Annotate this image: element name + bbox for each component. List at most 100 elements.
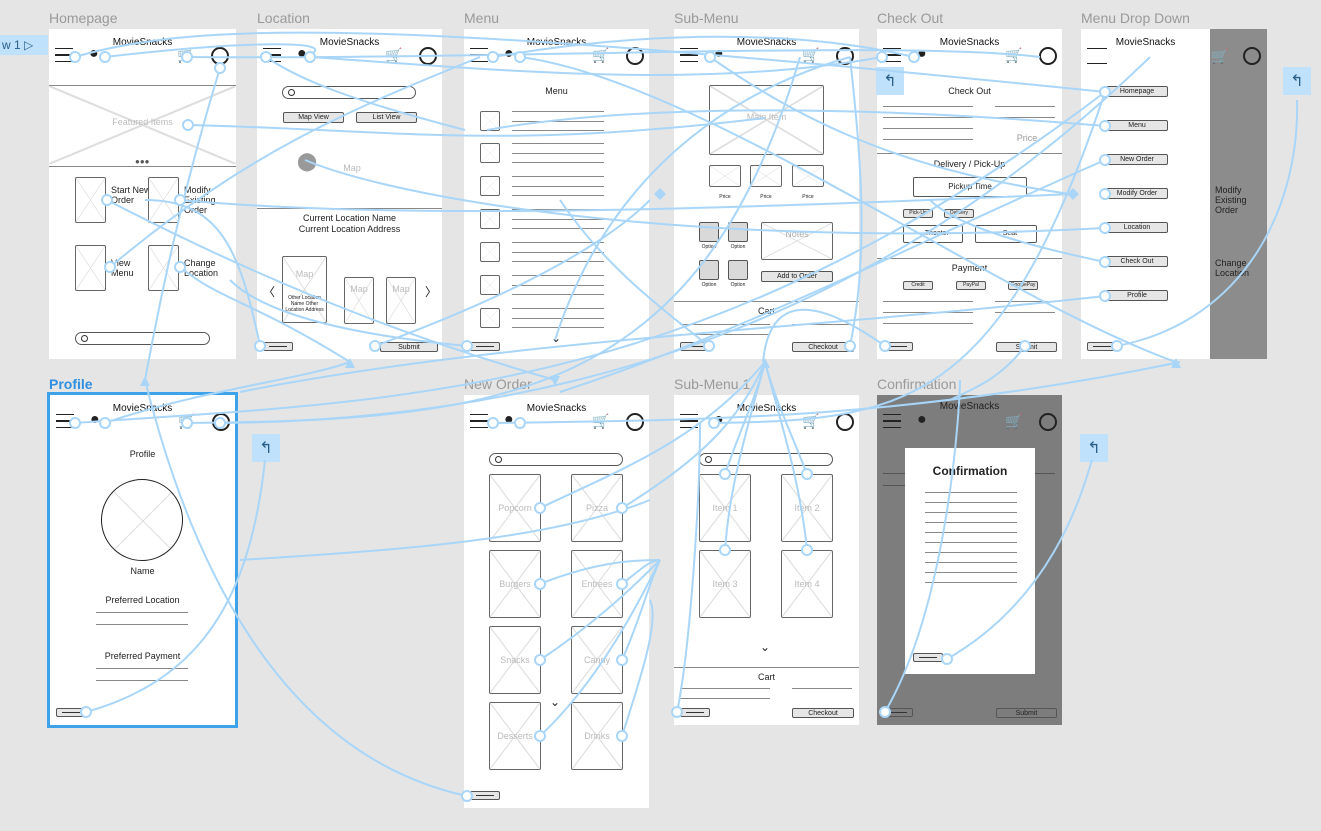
option-checkbox[interactable] — [699, 222, 719, 242]
location-pin-icon[interactable]: ● — [504, 411, 514, 428]
dropdown-item-location[interactable]: Location — [1106, 222, 1168, 233]
hamburger-menu-icon[interactable] — [263, 48, 281, 62]
list-view-button[interactable]: List View — [356, 112, 417, 123]
option-checkbox[interactable] — [699, 260, 719, 280]
location-pin-icon[interactable]: ● — [90, 411, 100, 428]
frame-title-submenu[interactable]: Sub-Menu — [674, 10, 739, 26]
category-desserts[interactable]: Desserts — [489, 702, 541, 770]
frame-title-dropdown[interactable]: Menu Drop Down — [1081, 10, 1190, 26]
menu-item-thumb[interactable] — [480, 209, 500, 229]
back-button[interactable] — [883, 342, 913, 351]
featured-carousel[interactable]: Featured Items — [49, 86, 236, 164]
category-snacks[interactable]: Snacks — [489, 626, 541, 694]
chevron-down-icon[interactable]: ⌄ — [550, 695, 561, 709]
prev-arrow-icon[interactable]: 〈 — [263, 285, 276, 299]
hamburger-menu-icon[interactable] — [680, 414, 698, 428]
notes-field[interactable]: Notes — [761, 222, 833, 260]
frame-checkout[interactable]: MovieSnacks Check Out Price Delivery / P… — [877, 29, 1062, 359]
profile-icon[interactable] — [1039, 47, 1057, 65]
hamburger-menu-icon[interactable] — [1087, 48, 1107, 64]
back-button[interactable] — [1087, 342, 1117, 351]
category-candy[interactable]: Candy — [571, 626, 623, 694]
cart-icon[interactable]: 🛒 — [1005, 47, 1023, 63]
frame-profile[interactable]: MovieSnacks Profile Name Preferred Locat… — [47, 392, 238, 728]
location-pin-icon[interactable]: ● — [714, 45, 724, 62]
checkout-button[interactable]: Checkout — [792, 708, 854, 718]
location-pin-icon[interactable]: ● — [714, 411, 724, 428]
location-card-3[interactable]: Map — [386, 277, 416, 324]
frame-title-homepage[interactable]: Homepage — [49, 10, 118, 26]
option-checkbox[interactable] — [728, 260, 748, 280]
dropdown-item-check-out[interactable]: Check Out — [1106, 256, 1168, 267]
profile-icon[interactable] — [836, 47, 854, 65]
profile-icon[interactable] — [1243, 47, 1261, 65]
confirmation-modal[interactable]: Confirmation — [905, 448, 1035, 674]
seat-select[interactable]: ⌄ Seat — [975, 225, 1037, 243]
hamburger-menu-icon[interactable] — [55, 48, 73, 62]
back-button[interactable] — [263, 342, 293, 351]
category-pizza[interactable]: Pizza — [571, 474, 623, 542]
hamburger-menu-icon[interactable] — [883, 48, 901, 62]
location-pin-icon[interactable]: ● — [504, 45, 514, 62]
frame-title-confirmation[interactable]: Confirmation — [877, 376, 957, 392]
frame-location[interactable]: MovieSnacks Map View List View ⬤ Map Cur… — [257, 29, 442, 359]
menu-item-thumb[interactable] — [480, 308, 500, 328]
cart-icon[interactable]: 🛒 — [1211, 48, 1229, 64]
submit-button[interactable]: Submit — [996, 342, 1057, 352]
frame-title-neworder[interactable]: New Order — [464, 376, 532, 392]
frame-title-profile[interactable]: Profile — [49, 376, 93, 392]
avatar-placeholder[interactable] — [101, 479, 183, 561]
pickup-time-field[interactable]: Pickup Time — [913, 177, 1027, 197]
item-card-3[interactable]: Item 3 — [699, 550, 751, 618]
menu-item-thumb[interactable] — [480, 176, 500, 196]
item-card-4[interactable]: Item 4 — [781, 550, 833, 618]
chevron-down-icon[interactable]: ⌄ — [760, 640, 771, 654]
next-arrow-icon[interactable]: 〉 — [425, 285, 438, 299]
tile-start-new-order[interactable] — [75, 177, 106, 223]
profile-icon[interactable] — [626, 413, 644, 431]
pay-googlepay-button[interactable]: GooglePay — [1008, 281, 1038, 290]
hamburger-menu-icon[interactable] — [680, 48, 698, 62]
location-card-2[interactable]: Map — [344, 277, 374, 324]
submit-button[interactable]: Submit — [380, 342, 438, 352]
hamburger-menu-icon[interactable] — [470, 414, 488, 428]
menu-item-thumb[interactable] — [480, 143, 500, 163]
back-button[interactable] — [56, 708, 86, 717]
category-entrees[interactable]: Entrees — [571, 550, 623, 618]
location-pin-icon[interactable]: ● — [297, 45, 307, 62]
location-pin-icon[interactable]: ● — [917, 411, 927, 428]
dropdown-item-profile[interactable]: Profile — [1106, 290, 1168, 301]
category-burgers[interactable]: Burgers — [489, 550, 541, 618]
pay-paypal-button[interactable]: PayPal — [956, 281, 986, 290]
cart-icon[interactable]: 🛒 — [802, 413, 820, 429]
cart-icon[interactable]: 🛒 — [1005, 413, 1023, 429]
search-input[interactable] — [75, 332, 210, 345]
size-option-2[interactable] — [750, 165, 782, 187]
hamburger-menu-icon[interactable] — [56, 414, 74, 428]
frame-title-location[interactable]: Location — [257, 10, 310, 26]
cart-icon[interactable]: 🛒 — [592, 47, 610, 63]
hamburger-menu-icon[interactable] — [470, 48, 488, 62]
back-button[interactable] — [913, 653, 943, 662]
size-option-3[interactable] — [792, 165, 824, 187]
size-option-1[interactable] — [709, 165, 741, 187]
option-checkbox[interactable] — [728, 222, 748, 242]
dropdown-item-menu[interactable]: Menu — [1106, 120, 1168, 131]
cart-icon[interactable]: 🛒 — [177, 47, 195, 63]
back-button[interactable] — [680, 342, 710, 351]
frame-confirmation[interactable]: MovieSnacks Submit Confirmation — [877, 395, 1062, 725]
map-view-button[interactable]: Map View — [283, 112, 344, 123]
cart-icon[interactable]: 🛒 — [802, 47, 820, 63]
location-search[interactable] — [282, 86, 416, 99]
back-button[interactable] — [470, 342, 500, 351]
theater-select[interactable]: ⌄ Theater — [903, 225, 963, 243]
back-button[interactable] — [680, 708, 710, 717]
carousel-dots[interactable]: ●●● — [135, 157, 150, 166]
profile-icon[interactable] — [1039, 413, 1057, 431]
frame-homepage[interactable]: MovieSnacks Featured Items ●●● Start New… — [49, 29, 236, 359]
tile-modify-order[interactable] — [148, 177, 179, 223]
item-card-2[interactable]: Item 2 — [781, 474, 833, 542]
search-input[interactable] — [699, 453, 833, 466]
